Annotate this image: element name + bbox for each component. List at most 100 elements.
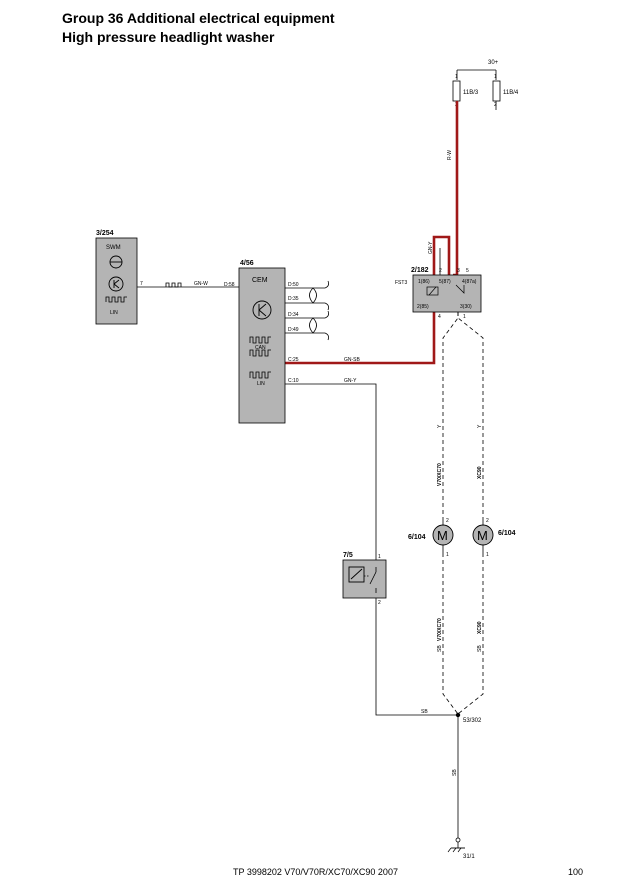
variant-label-left-lower: V70/XC70	[437, 618, 443, 641]
swm-pin: 7	[140, 281, 143, 287]
swm-lin-label: LIN	[110, 310, 118, 316]
variant-label-left-upper: V70/XC70	[437, 463, 443, 486]
motor-pin: 1	[446, 552, 449, 558]
motor-pin: 1	[486, 552, 489, 558]
wire-label-sb-right: SB	[477, 645, 483, 652]
motor-pin: 2	[446, 518, 449, 524]
pressure-sensor-symbol	[350, 568, 363, 580]
wire-label-rw: R-W	[447, 150, 453, 160]
relay-pin: 3	[457, 268, 460, 274]
transistor-icon	[252, 300, 272, 320]
ground-symbol	[447, 847, 452, 853]
wire-rw	[453, 101, 459, 277]
cem-pin: D:49	[288, 327, 299, 333]
continuation-icon	[313, 310, 329, 341]
twisted-pair-icon	[309, 287, 317, 304]
relay-terminal: 3(30)	[460, 304, 472, 310]
wire-label-gn-y-cem: GN-Y	[344, 378, 357, 384]
swm-ref: 3/254	[96, 230, 114, 237]
cem-pin: D:50	[288, 282, 299, 288]
relay-pin: 5	[466, 268, 469, 274]
switch-pin: 1	[378, 554, 381, 560]
fuse-pin: 1	[494, 74, 497, 80]
variant-label-right-upper: XC90	[477, 466, 483, 479]
fuse-pin: 1	[455, 74, 458, 80]
wire-label-gn-sb: GN-SB	[344, 357, 361, 363]
can-signal-icon	[249, 349, 271, 357]
wire-label-y-left: Y	[437, 424, 443, 428]
transistor-icon	[108, 276, 124, 292]
wire-y-left	[442, 312, 459, 518]
motor-pin: 2	[486, 518, 489, 524]
ground-terminal	[455, 837, 461, 843]
lin-signal-icon	[165, 282, 182, 288]
fuse-11B4	[492, 80, 501, 102]
ground-label: 31/1	[463, 854, 475, 860]
cem-name: CEM	[252, 277, 268, 284]
fuse-11B3	[452, 80, 461, 102]
pressure-sensor-icon	[348, 566, 365, 583]
relay-terminal: 5(87)	[439, 279, 451, 285]
wire-y-right	[457, 312, 484, 518]
relay-contact	[455, 284, 465, 294]
wire-label-sb-ground: SB	[452, 769, 458, 776]
relay-name: FST3	[395, 280, 407, 286]
switch-ref: 7/5	[343, 552, 353, 559]
wire-label-gn-w: GN-W	[194, 281, 208, 287]
fuse-pin: 2	[494, 102, 497, 108]
ground-symbol	[452, 847, 457, 853]
relay-ref: 2/182	[411, 267, 429, 274]
wire-label-sb-left: SB	[437, 645, 443, 652]
motor-ref: 6/104	[408, 534, 426, 541]
wire-relay-loop	[432, 235, 451, 275]
motor-ref: 6/104	[498, 530, 516, 537]
splice-label: 53/302	[463, 718, 482, 724]
swm-name: SWM	[106, 245, 121, 251]
relay-pin: 1	[463, 314, 466, 320]
switch-contact	[369, 567, 377, 593]
swm-box	[95, 237, 138, 325]
footer-doc-ref: TP 3998202 V70/V70R/XC70/XC90 2007	[233, 867, 398, 877]
motor-symbol: M	[437, 528, 448, 543]
switch-pin: 2	[378, 600, 381, 606]
relay-pin: 4	[438, 314, 441, 320]
relay-terminal: 1(86)	[418, 279, 430, 285]
wire-gn-sb	[285, 312, 436, 365]
fuse-label: 11B/3	[463, 90, 479, 96]
transistor-symbol	[113, 279, 120, 289]
cem-box	[238, 267, 286, 424]
wire-label-gn-y-relay: GN-Y	[428, 241, 434, 254]
wire-sb-right	[457, 553, 484, 715]
cem-pin: C:25	[288, 357, 299, 363]
switch-box	[342, 559, 387, 599]
motor-symbol: M	[477, 528, 488, 543]
fuse-label: 11B/4	[503, 90, 519, 96]
cem-can-label: CAN	[255, 345, 266, 351]
relay-box	[412, 274, 482, 313]
wire-label-sb-switch: SB	[421, 709, 428, 715]
wire-gn-y-cem	[285, 383, 377, 560]
cem-pin: D:35	[288, 296, 299, 302]
transistor-symbol	[258, 303, 267, 317]
lin-signal-icon	[105, 296, 127, 303]
lin-signal-icon	[249, 371, 271, 379]
ground-symbol	[457, 847, 462, 853]
relay-pin: 2	[439, 268, 442, 274]
page-title: Group 36 Additional electrical equipment	[62, 10, 335, 26]
variant-label-right-lower: XC90	[477, 621, 483, 634]
relay-terminal: 4(87a)	[462, 279, 477, 285]
wire-sb-switch	[375, 598, 458, 716]
can-signal-icon	[249, 336, 271, 344]
relay-terminal: 2(85)	[417, 304, 429, 310]
continuation-icon	[313, 280, 329, 311]
twisted-pair-icon	[309, 317, 317, 334]
power-label: 30+	[488, 60, 499, 66]
page-number: 100	[568, 867, 584, 877]
cem-pin: D:58	[224, 282, 235, 288]
cem-ref: 4/56	[240, 260, 254, 267]
wire-sb-left	[442, 553, 459, 715]
page-subtitle: High pressure headlight washer	[62, 29, 275, 45]
cem-pin: D:34	[288, 312, 299, 318]
cem-pin: C:10	[288, 378, 299, 384]
